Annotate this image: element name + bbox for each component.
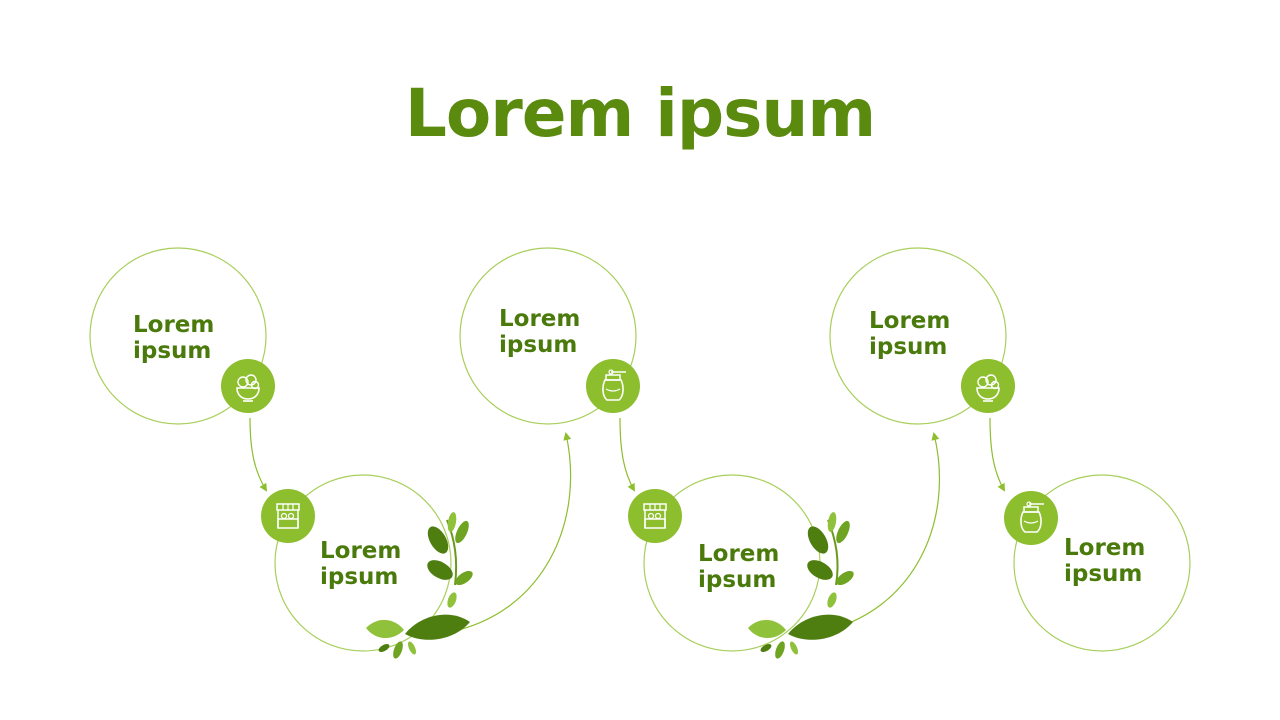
leaf-branch-decoration — [748, 512, 854, 659]
leaf-branch-decoration — [366, 512, 473, 659]
step-ring-5 — [829, 247, 1007, 425]
step-ring-3 — [459, 247, 637, 425]
step-label-4: Lorem ipsum — [698, 541, 780, 593]
connector-arrow-1 — [249, 417, 268, 492]
step-label-1: Lorem ipsum — [133, 312, 215, 364]
step-ring-1 — [89, 247, 267, 425]
honey-jar-icon — [1004, 491, 1058, 545]
step-label-3: Lorem ipsum — [499, 306, 581, 358]
page-title: Lorem ipsum — [404, 75, 876, 152]
honey-jar-icon — [586, 359, 640, 413]
step-ring-2 — [274, 474, 452, 652]
market-stall-icon — [261, 489, 315, 543]
step-label-5: Lorem ipsum — [869, 308, 951, 360]
connector-arrow-4 — [819, 432, 941, 633]
step-ring-6 — [1013, 474, 1191, 652]
step-label-2: Lorem ipsum — [320, 538, 402, 590]
connector-arrow-3 — [619, 417, 635, 492]
market-stall-icon — [628, 489, 682, 543]
connector-arrow-5 — [989, 417, 1005, 492]
step-label-6: Lorem ipsum — [1064, 535, 1146, 587]
connector-arrow-2 — [449, 432, 572, 633]
salad-bowl-icon — [221, 359, 275, 413]
salad-bowl-icon — [961, 359, 1015, 413]
